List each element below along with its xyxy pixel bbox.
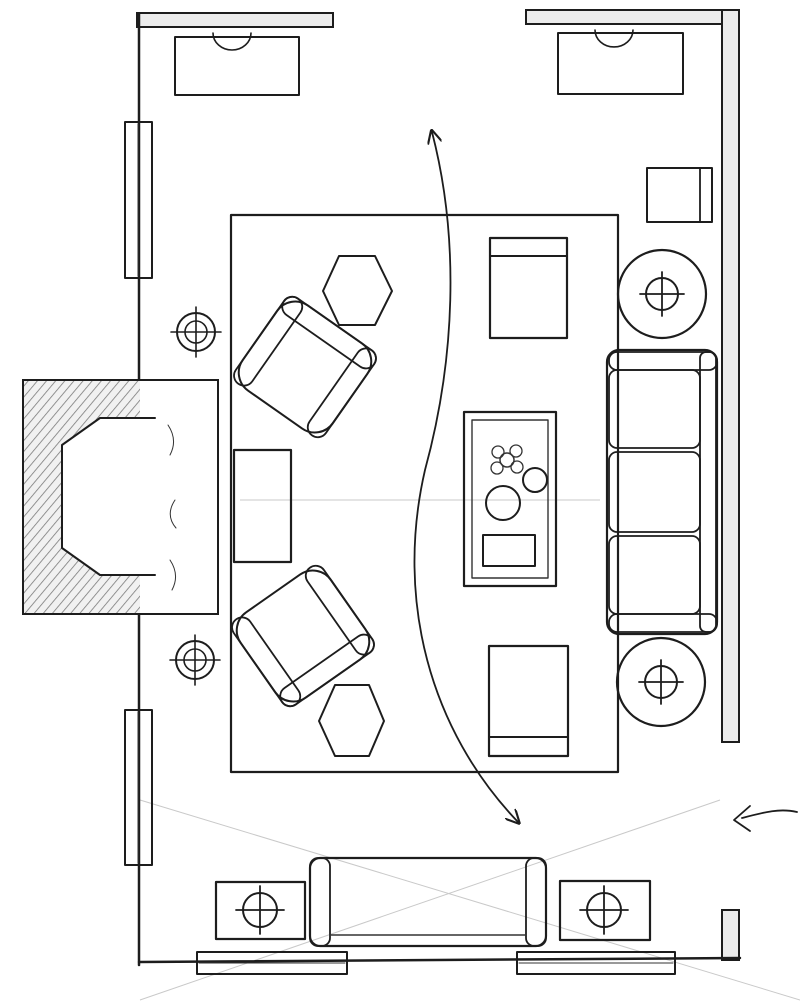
hex-side-table-lower xyxy=(318,684,385,757)
end-table-left xyxy=(214,880,307,941)
room-walls xyxy=(136,9,742,967)
end-table-right xyxy=(558,879,652,942)
sconce-icon xyxy=(169,634,221,686)
round-side-table-upper xyxy=(616,248,708,340)
wall-units-top xyxy=(174,29,684,96)
entry-arrow xyxy=(733,805,798,832)
ottoman-rect xyxy=(232,448,293,564)
armchair-upper xyxy=(233,295,377,439)
armchair-lower xyxy=(231,564,375,708)
area-rug xyxy=(229,213,620,774)
lamp-icon xyxy=(594,29,634,48)
candle-icon xyxy=(522,467,548,493)
traffic-flow-arrow xyxy=(413,132,518,822)
fireplace xyxy=(22,379,219,615)
round-side-table-lower xyxy=(615,636,707,728)
window-bottom-right xyxy=(516,951,676,975)
window-left-upper xyxy=(124,121,153,279)
lamp-icon xyxy=(212,32,252,51)
wall-top-right xyxy=(525,9,739,25)
sconce-lights xyxy=(169,306,222,686)
windows xyxy=(124,121,676,975)
window-left-lower xyxy=(124,709,153,866)
window-bottom-left xyxy=(196,951,348,975)
small-chair xyxy=(646,167,713,223)
sofa xyxy=(605,348,719,636)
cabinet-top-left xyxy=(174,36,300,96)
hex-side-table-upper xyxy=(322,255,393,326)
sconce-icon xyxy=(170,306,222,358)
wall-top-left xyxy=(136,12,334,28)
wall-right-lower xyxy=(721,909,740,961)
wall-bottom xyxy=(137,956,742,964)
console-bench xyxy=(308,856,548,948)
wall-right xyxy=(721,9,740,743)
cabinet-top-right xyxy=(557,32,684,95)
